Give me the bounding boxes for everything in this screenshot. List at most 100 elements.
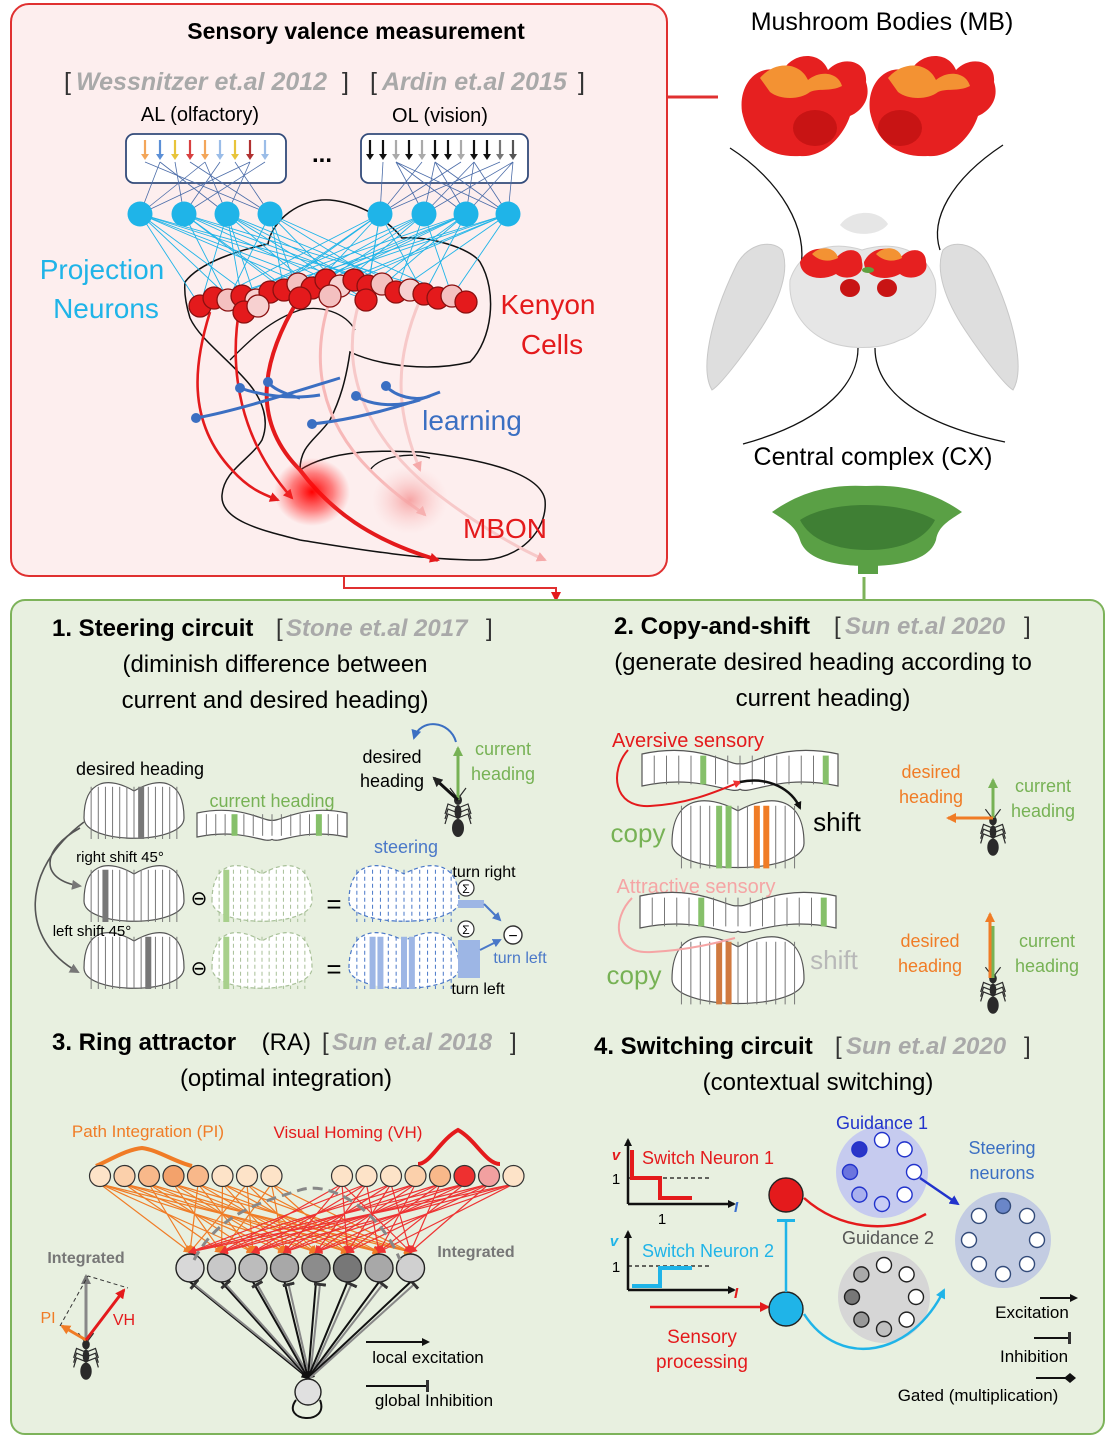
copyshift-cite: Sun et.al 2020 bbox=[845, 613, 1006, 640]
ring-neuron bbox=[905, 1163, 923, 1181]
sn2-v-axis-label: v bbox=[610, 1233, 620, 1250]
copyshift-cite-bracket-open: [ bbox=[834, 613, 841, 640]
projection-neuron bbox=[367, 201, 393, 227]
projection-neurons bbox=[127, 201, 521, 227]
ra-inhibit-line bbox=[220, 1279, 311, 1379]
minus-sign-2: ⊖ bbox=[191, 958, 208, 980]
ant-leg bbox=[992, 991, 1006, 1002]
kenyon-label-1: Kenyon bbox=[501, 289, 596, 320]
learning-line-6 bbox=[381, 381, 431, 400]
vh-label: Visual Homing (VH) bbox=[274, 1123, 423, 1142]
ant-leg bbox=[73, 1347, 87, 1359]
guidance-2-label: Guidance 2 bbox=[842, 1228, 934, 1248]
ant-leg bbox=[992, 981, 1006, 993]
excitation-label: Excitation bbox=[995, 1303, 1069, 1322]
kenyon-cell bbox=[246, 294, 270, 318]
ra-inhibit-line bbox=[309, 1280, 358, 1379]
left-shift-arrow bbox=[34, 821, 85, 973]
pn-kc-line bbox=[139, 213, 201, 307]
current-ring-1 bbox=[211, 865, 313, 922]
integrated-label-left: Integrated bbox=[47, 1250, 124, 1267]
pn-kc-line bbox=[423, 213, 453, 297]
cs-ring-2 bbox=[671, 936, 805, 1005]
mushroom-bodies-illustration bbox=[741, 55, 996, 157]
cs-ring-1 bbox=[671, 800, 805, 869]
ra-inhibit-line bbox=[251, 1280, 311, 1379]
ant-antenna bbox=[994, 966, 1002, 976]
cs-current-1a: current bbox=[1015, 776, 1071, 796]
projection-neuron bbox=[257, 201, 283, 227]
switching-subtitle: (contextual switching) bbox=[703, 1069, 934, 1096]
vh-ra-line bbox=[188, 1183, 514, 1255]
kc-mbon-path-6 bbox=[399, 299, 422, 472]
pi-activity-curve bbox=[95, 1145, 193, 1168]
ring-neuron bbox=[1018, 1207, 1036, 1225]
turn-left-label-2: turn left bbox=[451, 981, 505, 998]
kenyon-cell bbox=[288, 286, 312, 310]
sigma-node-1 bbox=[457, 879, 475, 897]
ant-rotation-arrow bbox=[411, 723, 457, 743]
equals-sign-2: = bbox=[326, 954, 341, 984]
attractive-sensory-label: Attractive sensory bbox=[617, 876, 776, 898]
projection-label-1: Projection bbox=[40, 254, 165, 285]
steering-label: steering bbox=[374, 837, 438, 857]
turn-left-label-1: turn left bbox=[493, 950, 547, 967]
aversive-signal-path bbox=[616, 749, 742, 808]
ra-integrator-neuron bbox=[206, 1253, 237, 1283]
kc-mbon-path-2 bbox=[234, 304, 294, 500]
copyshift-title: 2. Copy-and-shift bbox=[614, 613, 810, 640]
vh-ra-line bbox=[251, 1183, 367, 1254]
copyshift-subtitle-2: current heading) bbox=[736, 685, 911, 712]
pn-kc-line bbox=[183, 213, 229, 301]
ol-input-arrow-head bbox=[431, 154, 439, 160]
ant-head bbox=[82, 1339, 90, 1350]
copy-label-1: copy bbox=[611, 818, 666, 848]
brain-illustration bbox=[706, 212, 1019, 391]
valence-panel-title: Sensory valence measurement bbox=[187, 18, 525, 44]
ring-neuron bbox=[994, 1265, 1012, 1283]
ring-neuron bbox=[970, 1207, 988, 1225]
sigma-node-2 bbox=[457, 920, 475, 938]
vh-ra-line bbox=[219, 1183, 392, 1254]
sigma-1: Σ bbox=[462, 882, 469, 896]
sn2-i-axis-label: I bbox=[734, 1285, 739, 1302]
desired-heading-label: desired heading bbox=[76, 759, 204, 779]
pi-ra-line bbox=[222, 1183, 413, 1254]
ra-excite-line bbox=[283, 1281, 311, 1380]
current-heading-label: current heading bbox=[209, 791, 334, 811]
pi-vector-arrow bbox=[60, 1324, 87, 1342]
ra-excite-line bbox=[306, 1281, 412, 1380]
ring-neuron bbox=[875, 1320, 893, 1338]
ol-input-arrow-head bbox=[496, 154, 504, 160]
ant-leg bbox=[980, 991, 994, 1002]
guidance-1-label: Guidance 1 bbox=[836, 1113, 928, 1133]
mb-outline bbox=[184, 199, 546, 561]
vh-neuron bbox=[379, 1164, 403, 1188]
minus-node bbox=[503, 925, 523, 945]
current-heading-strip bbox=[196, 809, 348, 841]
current-ring-2 bbox=[211, 932, 313, 989]
steering-neurons-label-1: Steering bbox=[968, 1138, 1035, 1158]
ring-neuron bbox=[873, 1131, 891, 1149]
ring-neuron bbox=[1028, 1231, 1046, 1249]
steering-subtitle-2: current and desired heading) bbox=[122, 687, 429, 714]
turn-left-bar bbox=[458, 940, 480, 978]
ring-attractor-connections bbox=[99, 1183, 514, 1419]
vh-ra-line bbox=[251, 1183, 465, 1254]
input-pn-line bbox=[395, 161, 467, 215]
ring-neuron bbox=[960, 1231, 978, 1249]
panel-link-arrow bbox=[343, 576, 561, 602]
projection-label-2: Neurons bbox=[53, 293, 159, 324]
ant-thorax bbox=[82, 1349, 90, 1363]
ant-leg bbox=[457, 808, 472, 820]
kenyon-label-2: Cells bbox=[521, 329, 583, 360]
vh-ra-line bbox=[219, 1183, 441, 1255]
ant-antenna bbox=[459, 787, 467, 797]
ol-input-arrow-head bbox=[379, 154, 387, 160]
sn1-tick-y: 1 bbox=[612, 1171, 620, 1188]
shift-arrow-1 bbox=[739, 779, 802, 810]
ant-leg bbox=[73, 1352, 87, 1363]
ring-neuron bbox=[853, 1266, 870, 1283]
vh-ra-line bbox=[378, 1183, 417, 1254]
